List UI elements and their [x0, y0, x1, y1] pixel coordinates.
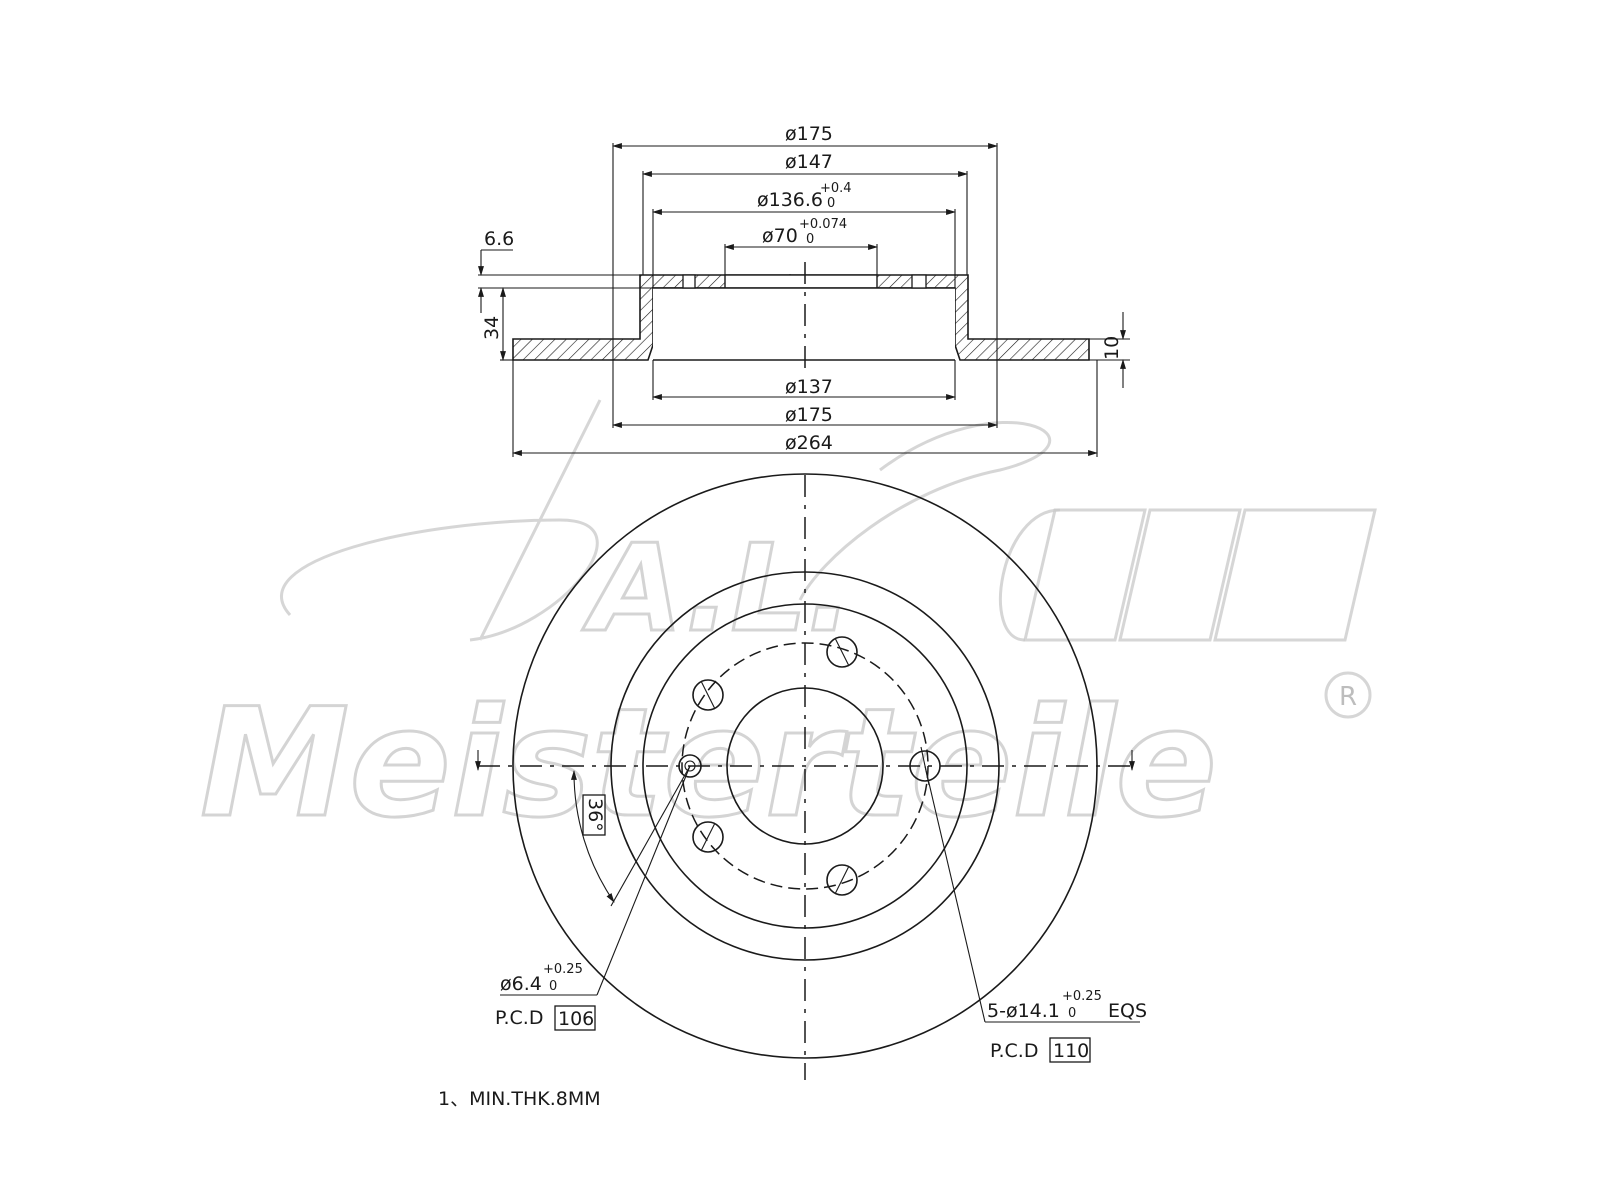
svg-text:P.C.D: P.C.D: [990, 1040, 1038, 1062]
leader-bolt-holes: 5-ø14.1 +0.25 0 EQS P.C.D 110: [924, 765, 1147, 1063]
leader-locating-hole: ø6.4 +0.25 0 P.C.D 106: [495, 765, 691, 1031]
svg-text:0: 0: [549, 979, 557, 994]
dim-d136-6: ø136.6 +0.4 0: [652, 181, 956, 288]
watermark-stripes-logo: [998, 508, 1377, 642]
hub-hole-left: [682, 274, 696, 289]
dim-height: 34: [481, 287, 513, 361]
svg-text:ø136.6: ø136.6: [757, 189, 823, 211]
section-view: ø175 ø147 ø136.6 +0.4 0 ø70 +0.074 0: [478, 123, 1130, 457]
dim-d264: ø264: [512, 360, 1098, 457]
svg-text:106: 106: [558, 1008, 594, 1030]
angle-dim-36: 36°: [570, 765, 691, 907]
watermark-registered-letter: R: [1339, 682, 1357, 712]
locating-hole-inner: [684, 760, 696, 772]
svg-text:+0.4: +0.4: [820, 181, 852, 196]
dim-d175-bottom: ø175: [612, 339, 998, 428]
hub-hole-right: [911, 274, 927, 289]
svg-text:+0.25: +0.25: [1062, 989, 1102, 1004]
svg-text:ø137: ø137: [785, 376, 833, 398]
disc-outer: [512, 473, 1098, 1059]
braking-surface-inner: [610, 571, 1000, 961]
center-bore: [726, 687, 884, 845]
svg-text:EQS: EQS: [1108, 1000, 1147, 1022]
svg-text:5-ø14.1: 5-ø14.1: [987, 1000, 1060, 1022]
bolt-hole: [909, 750, 941, 782]
dim-disc-thk: 10: [1089, 312, 1130, 388]
svg-text:+0.25: +0.25: [543, 962, 583, 977]
small-pcd-box: [554, 1005, 596, 1031]
hub-bore: [724, 274, 878, 289]
svg-text:ø6.4: ø6.4: [500, 973, 542, 995]
angle-box: [582, 794, 606, 836]
pcd-circle: [681, 642, 929, 890]
svg-text:0: 0: [827, 196, 835, 211]
svg-text:0: 0: [1068, 1006, 1076, 1021]
bolt-hole: [826, 864, 858, 896]
note-min-thickness: 1、MIN.THK.8MM: [438, 1088, 601, 1110]
svg-text:ø175: ø175: [785, 123, 833, 145]
hub-outer: [642, 603, 968, 929]
front-view: 36° ø6.4 +0.25 0 P.C.D 106 5-ø14.1 +0.25…: [475, 473, 1147, 1080]
watermark-registered-mark: [1324, 671, 1372, 719]
dim-d137: ø137: [652, 360, 956, 400]
watermark-brand-top: A.L.: [582, 520, 853, 659]
svg-text:ø70: ø70: [762, 225, 798, 247]
svg-text:34: 34: [481, 316, 503, 340]
bolt-hole: [826, 636, 858, 668]
locating-hole: [678, 754, 702, 778]
svg-text:+0.074: +0.074: [799, 217, 847, 232]
svg-text:ø264: ø264: [785, 432, 833, 454]
svg-text:0: 0: [806, 232, 814, 247]
watermark-brand-bottom: Meisterteile: [200, 677, 1217, 851]
dim-flange-thk: 6.6: [478, 228, 653, 313]
dim-d147: ø147: [642, 151, 968, 275]
svg-text:110: 110: [1053, 1040, 1089, 1062]
svg-text:ø175: ø175: [785, 404, 833, 426]
bolt-hole: [692, 821, 724, 853]
svg-text:P.C.D: P.C.D: [495, 1007, 543, 1029]
bolt-hole: [692, 679, 724, 711]
bolt-pcd-box: [1049, 1037, 1091, 1063]
dim-d70: ø70 +0.074 0: [724, 217, 878, 275]
svg-text:10: 10: [1101, 336, 1123, 360]
watermark: A.L. Meisterteile R: [199, 399, 1377, 853]
svg-text:6.6: 6.6: [484, 228, 514, 250]
svg-text:36°: 36°: [584, 798, 606, 832]
hub-inner: [653, 288, 955, 360]
svg-text:ø147: ø147: [785, 151, 833, 173]
dim-d175-top: ø175: [612, 123, 998, 339]
